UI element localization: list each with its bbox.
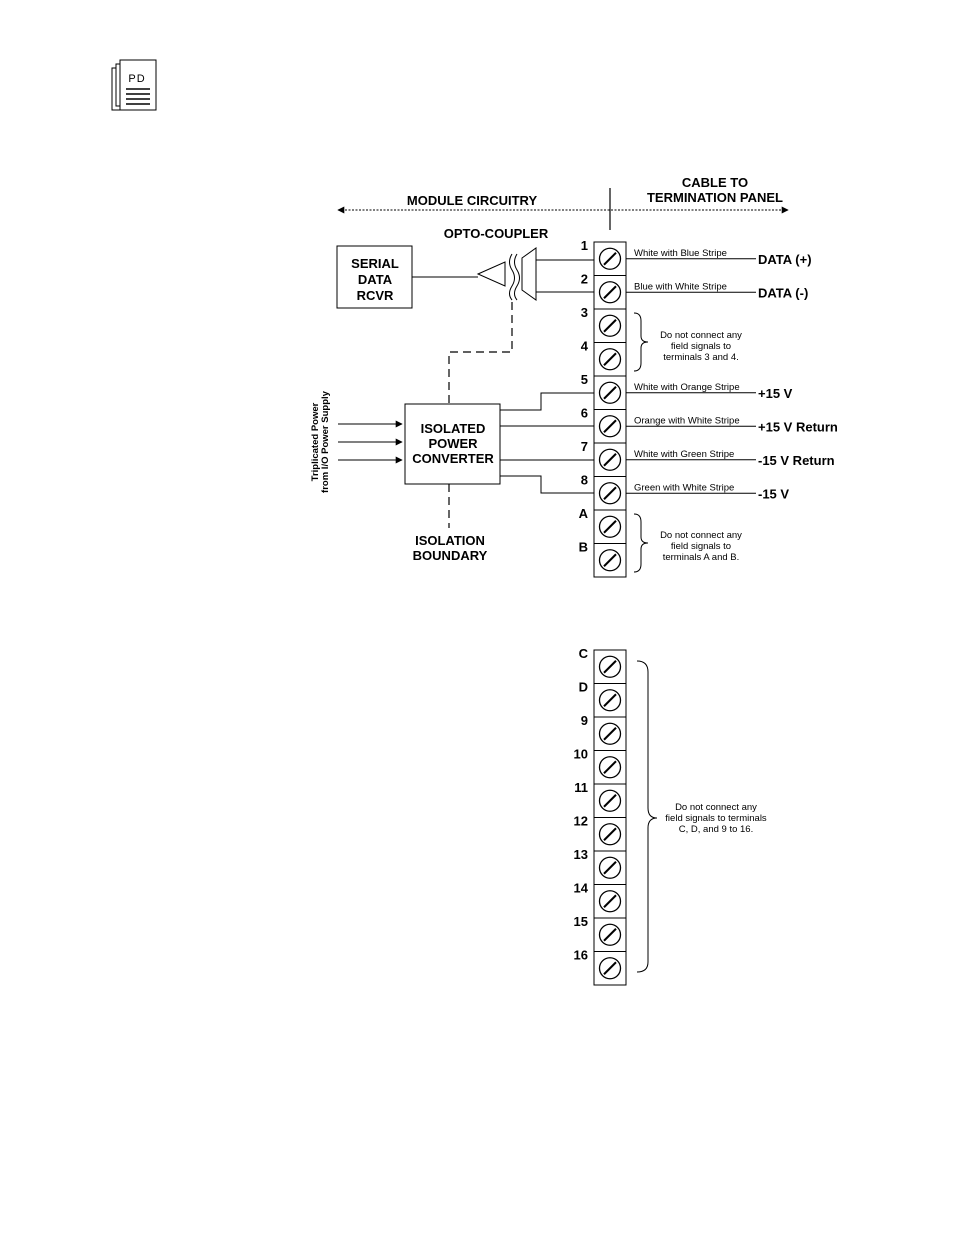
terminal-screw-slot: [603, 252, 617, 266]
terminal-screw-slot: [603, 827, 617, 841]
power-converter-line3: CONVERTER: [412, 451, 494, 466]
power-input-label-line2: from I/O Power Supply: [320, 390, 331, 493]
terminal-label: 11: [574, 780, 588, 795]
terminal-label: 5: [581, 372, 588, 387]
signal-label: -15 V: [758, 486, 789, 501]
terminal-screw-slot: [603, 386, 617, 400]
note-3-4-line1: Do not connect any: [660, 330, 742, 341]
terminal-screw-slot: [603, 453, 617, 467]
terminal-screw-slot: [603, 285, 617, 299]
isolation-boundary-line: [448, 302, 513, 404]
note-brace-C-16: [636, 660, 658, 973]
signal-label: DATA (+): [758, 252, 812, 267]
note-A-B-line3: terminals A and B.: [663, 552, 740, 563]
terminal-label: A: [579, 506, 589, 521]
terminal-label: 8: [581, 473, 588, 488]
terminal-screw-slot: [603, 928, 617, 942]
terminal-label: 1: [581, 238, 588, 253]
terminal-label: 2: [581, 272, 588, 287]
module-circuitry-label: MODULE CIRCUITRY: [407, 193, 538, 208]
terminal-label: 15: [574, 914, 588, 929]
terminal-screw-slot: [603, 486, 617, 500]
wire-color-label: Green with White Stripe: [634, 482, 734, 493]
note-C-16-line2: field signals to terminals: [665, 813, 767, 824]
terminal-screw-slot: [603, 660, 617, 674]
converter-output-wires: [500, 392, 596, 494]
terminal-screw-slot: [603, 760, 617, 774]
terminal-label: 7: [581, 439, 588, 454]
signal-label: +15 V Return: [758, 419, 838, 434]
terminal-screw-slot: [603, 894, 617, 908]
terminal-label: 6: [581, 406, 588, 421]
terminal-screw-slot: [603, 727, 617, 741]
serial-rcvr-line3: RCVR: [357, 288, 394, 303]
terminal-screw-slot: [603, 794, 617, 808]
note-C-16-line1: Do not connect any: [675, 802, 757, 813]
terminal-screw-slot: [603, 419, 617, 433]
note-A-B-line1: Do not connect any: [660, 530, 742, 541]
signal-label: +15 V: [758, 386, 793, 401]
cable-label-line2: TERMINATION PANEL: [647, 190, 783, 205]
note-brace-3-4: [633, 312, 649, 372]
terminal-label: 14: [574, 881, 589, 896]
serial-rcvr-line1: SERIAL: [351, 256, 399, 271]
terminal-label: 10: [574, 747, 588, 762]
terminal-label: 3: [581, 305, 588, 320]
terminal-screw-slot: [603, 861, 617, 875]
terminal-label: C: [579, 646, 589, 661]
note-3-4-line3: terminals 3 and 4.: [663, 352, 739, 363]
note-brace-A-B: [633, 513, 649, 573]
cable-label-line1: CABLE TO: [682, 175, 748, 190]
opto-coupler-symbol: [476, 247, 537, 301]
power-input-label-line1: Triplicated Power: [310, 402, 321, 481]
serial-data-rcvr-block: [336, 245, 413, 309]
terminal-block-bottom: C D 9 10 11 12 13 14 15 16: [574, 646, 627, 986]
isolated-power-converter-block: [404, 403, 501, 485]
terminal-label: 13: [574, 847, 588, 862]
note-A-B-line2: field signals to: [671, 541, 731, 552]
wire-color-label: White with Blue Stripe: [634, 248, 727, 259]
note-C-16-line3: C, D, and 9 to 16.: [679, 824, 753, 835]
wire-color-label: Orange with White Stripe: [634, 415, 740, 426]
wire-color-label: White with Green Stripe: [634, 449, 734, 460]
wire-color-label: Blue with White Stripe: [634, 281, 727, 292]
note-3-4-line2: field signals to: [671, 341, 731, 352]
signal-label: -15 V Return: [758, 453, 835, 468]
isolation-boundary-line1: ISOLATION: [415, 533, 485, 548]
power-converter-line1: ISOLATED: [421, 421, 486, 436]
power-converter-line2: POWER: [428, 436, 478, 451]
power-input-arrows: [338, 420, 403, 464]
terminal-label: 16: [574, 948, 588, 963]
terminal-label: D: [579, 680, 588, 695]
header-arrow: [337, 188, 789, 230]
document-stack-icon: PD: [111, 59, 157, 111]
terminal-screw-slot: [603, 693, 617, 707]
signal-label: DATA (-): [758, 285, 808, 300]
document-icon-letters: PD: [128, 73, 145, 85]
terminal-label: 9: [581, 713, 588, 728]
terminal-label: 4: [581, 339, 589, 354]
terminal-screw-slot: [603, 961, 617, 975]
terminal-label: 12: [574, 814, 588, 829]
terminal-screw-slot: [603, 352, 617, 366]
wire-color-label: White with Orange Stripe: [634, 382, 740, 393]
terminal-screw-slot: [603, 520, 617, 534]
isolation-boundary-line2: BOUNDARY: [413, 548, 488, 563]
terminal-screw-slot: [603, 319, 617, 333]
serial-rcvr-line2: DATA: [358, 272, 393, 287]
opto-coupler-label: OPTO-COUPLER: [444, 226, 549, 241]
terminal-label: B: [579, 540, 588, 555]
terminal-screw-slot: [603, 553, 617, 567]
